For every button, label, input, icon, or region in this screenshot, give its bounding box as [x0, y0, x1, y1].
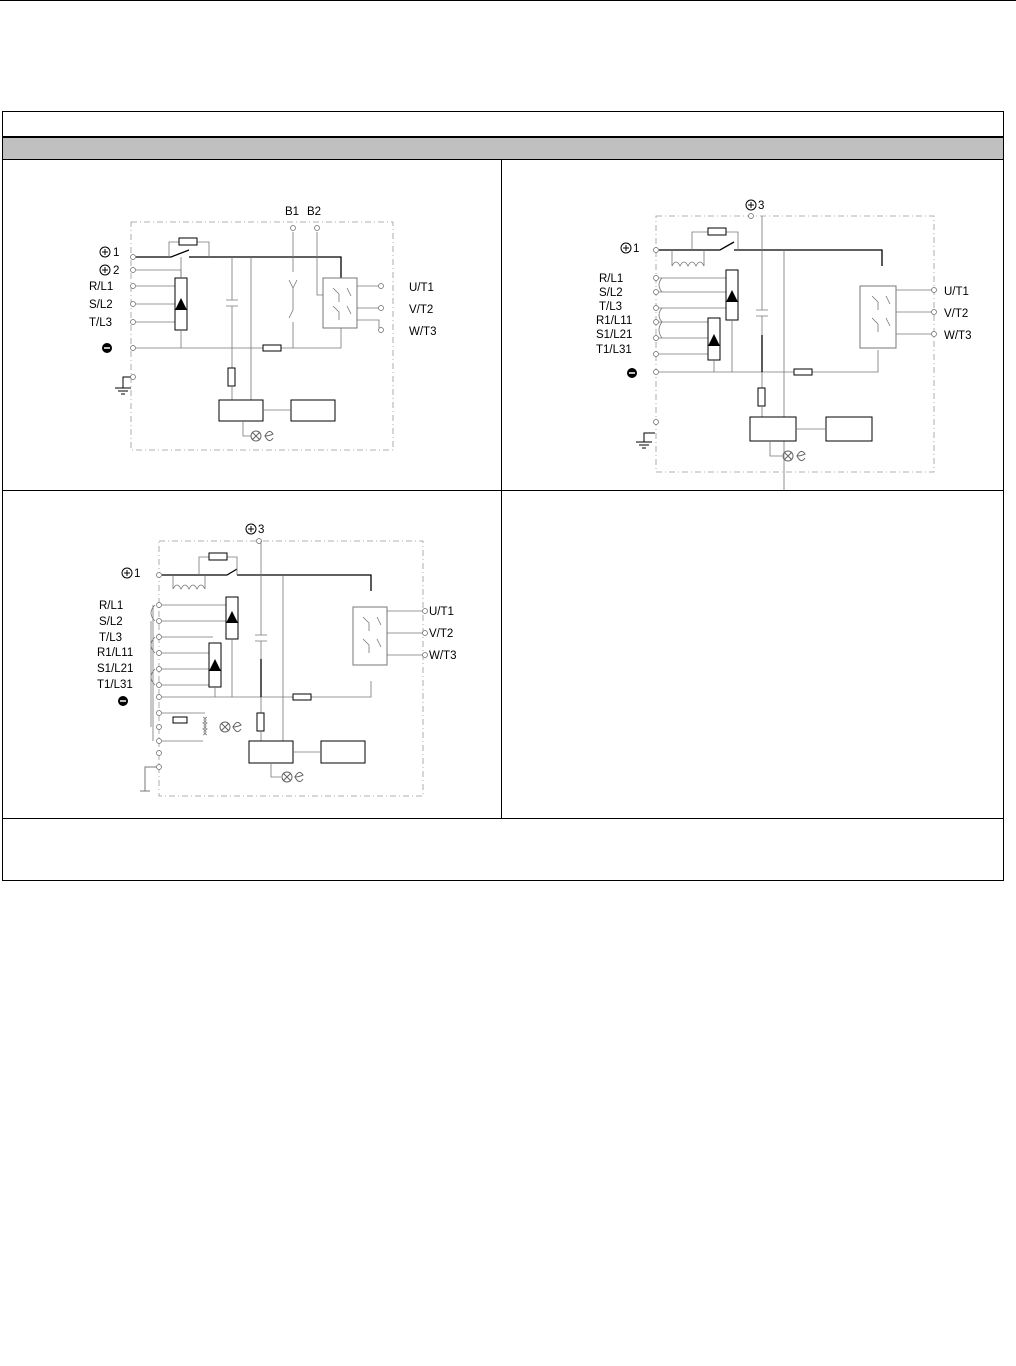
top-terminal-label: 3: [258, 524, 264, 536]
brake-terminal-label: B1: [285, 206, 299, 218]
output-terminal-label: V/T2: [429, 628, 453, 640]
fan-icon: [281, 771, 304, 783]
output-terminal-label: U/T1: [409, 282, 434, 294]
terminal-label: 1: [113, 247, 119, 259]
output-terminal-label: V/T2: [944, 308, 968, 320]
circuit-diagram-1: 1 2 R/L1 S/L2 T/L3: [89, 206, 436, 451]
plus-terminal-icon: [745, 199, 757, 211]
terminal-label: R/L1: [99, 600, 123, 612]
output-terminal-label: V/T2: [409, 304, 433, 316]
minus-terminal-icon: [102, 343, 112, 353]
output-terminal-label: W/T3: [944, 330, 971, 342]
terminal-label: 2: [113, 265, 119, 277]
column-divider: [501, 160, 502, 818]
minus-terminal-icon: [118, 696, 128, 706]
terminal-label: R1/L11: [596, 315, 632, 327]
table-footer-note: [11, 826, 991, 866]
terminal-label: S/L2: [89, 299, 113, 311]
output-terminal-label: U/T1: [944, 286, 969, 298]
row-divider: [3, 490, 1003, 491]
terminal-label: 1: [633, 243, 639, 255]
footer-divider: [3, 818, 1003, 819]
terminal-label: R1/L11: [97, 647, 133, 659]
plus-terminal-icon: [245, 523, 257, 535]
terminal-label: R/L1: [599, 273, 623, 285]
terminal-label: S1/L21: [596, 329, 632, 341]
terminal-label: S/L2: [599, 287, 623, 299]
circuit-diagram-2: 3 1 R/L1 S/L2 T/L3 R1/L11 S1/L21 T1/L31: [596, 199, 971, 490]
circuit-diagram-3: 3 1 R/L1 S/L2 T/L3 R1/L11 S1/L21 T1/L31: [97, 523, 456, 797]
top-terminal-label: 3: [758, 200, 764, 212]
fan-icon: [219, 721, 242, 733]
terminal-label: T/L3: [99, 632, 122, 644]
plus-terminal-icon: [121, 567, 133, 579]
terminal-label: 1: [134, 568, 140, 580]
terminal-label: R/L1: [89, 281, 113, 293]
terminal-label: T/L3: [89, 317, 112, 329]
plus-terminal-icon: [99, 246, 111, 258]
table-header-row: [3, 138, 1003, 160]
output-terminal-label: W/T3: [409, 326, 436, 338]
plus-terminal-icon: [99, 264, 111, 276]
table-title-row: [3, 112, 1003, 138]
terminal-label: S/L2: [99, 616, 123, 628]
terminal-label: T1/L31: [97, 679, 133, 691]
minus-terminal-icon: [627, 368, 637, 378]
terminal-label: T/L3: [599, 301, 622, 313]
plus-terminal-icon: [620, 242, 632, 254]
brake-terminal-label: B2: [307, 206, 321, 218]
fan-icon: [782, 450, 806, 462]
circuit-table: 1 2 R/L1 S/L2 T/L3: [2, 111, 1004, 881]
ground-icon: [115, 376, 133, 395]
output-terminal-label: U/T1: [429, 606, 454, 618]
terminal-label: T1/L31: [596, 344, 632, 356]
terminal-label: S1/L21: [97, 663, 133, 675]
ground-icon: [636, 432, 655, 449]
ground-icon: [140, 766, 159, 792]
output-terminal-label: W/T3: [429, 650, 456, 662]
fan-icon: [250, 430, 274, 442]
page-top-rule: [0, 0, 1016, 1]
